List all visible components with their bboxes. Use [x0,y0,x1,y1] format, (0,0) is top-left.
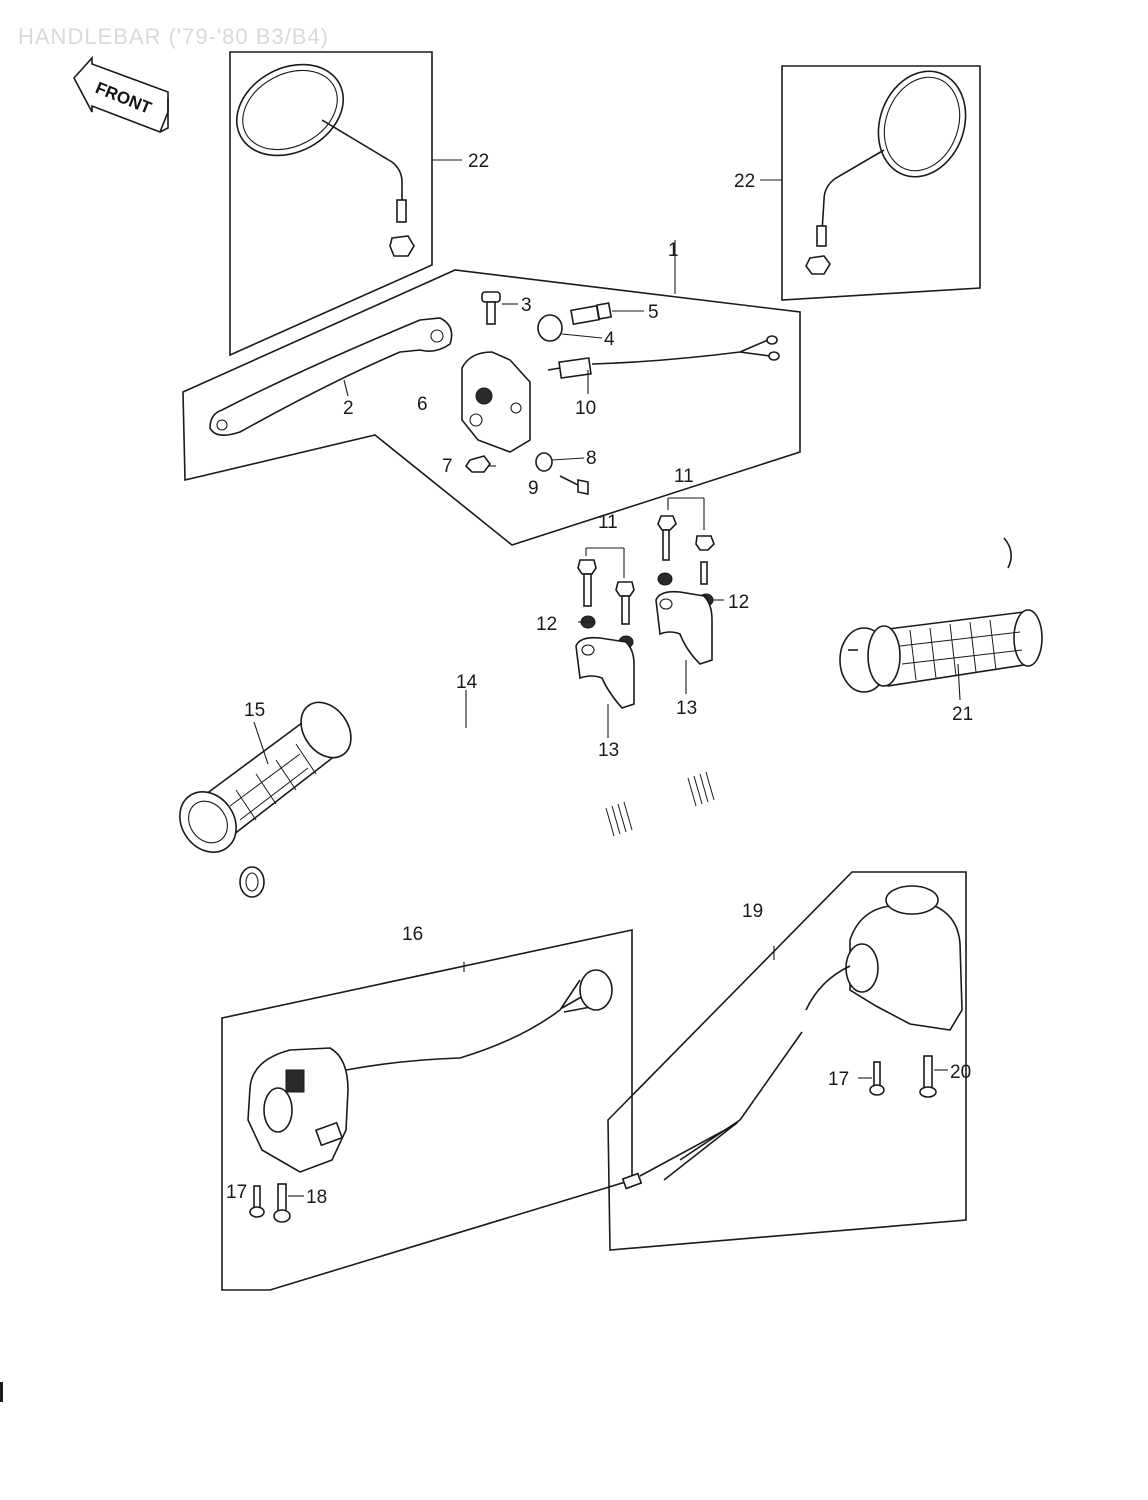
callout-6: 6 [417,394,428,415]
edge-mark [0,1382,3,1402]
callout-12: 12 [536,614,557,635]
mirror-right-icon [805,70,967,275]
callout-13: 13 [676,698,697,719]
callout-9: 9 [528,478,539,499]
callout-11: 11 [674,466,694,487]
callout-12: 12 [728,592,749,613]
mirror-right-group [760,65,981,301]
mirror-left-icon [235,63,415,257]
clutch-lever-assembly-group [182,240,801,546]
clutch-lever-icon [209,317,453,436]
bolt-11-icon [695,535,715,585]
mirror-left-panel [229,51,433,357]
washer-8-icon [535,452,553,472]
handlebar-14-icon [238,537,1012,899]
bolt-11-icon [577,559,597,607]
left-switch-group [221,929,633,1291]
callout-10: 10 [575,398,596,419]
right-switch-panel [607,871,967,1251]
mirror-right-panel [781,65,981,301]
callout-11: 11 [598,512,618,533]
handlebar-holder-13-icon [575,636,635,709]
callout-22: 22 [734,171,755,192]
throttle-grip-21-icon [839,609,1043,701]
left-grip-15-icon [179,701,352,853]
callout-15: 15 [244,700,265,721]
leader-lines [343,303,644,467]
callout-17: 17 [828,1069,849,1090]
callout-22: 22 [468,151,489,172]
screw-17-icon [869,1061,885,1096]
right-switch-group [607,871,967,1251]
callout-20: 20 [950,1062,971,1083]
lever-holder-6-icon [461,351,531,453]
callout-18: 18 [306,1187,327,1208]
left-switch-housing-16-icon [247,969,613,1173]
left-switch-panel [221,929,633,1291]
callout-3: 3 [521,295,532,316]
nut-7-icon [464,455,491,473]
clutch-switch-10-icon [547,335,780,379]
bolt-3-icon [481,291,501,325]
callout-5: 5 [648,302,659,323]
callout-21: 21 [952,704,973,725]
bolt-11-icon [657,515,677,561]
handlebar-holder-13-icon [655,590,713,665]
lock-washer-12-icon [657,572,673,586]
callout-2: 2 [343,398,354,419]
callout-14: 14 [456,672,478,693]
callout-labels: 1 2 3 4 5 6 7 8 9 10 11 11 12 12 13 13 1… [226,151,973,1208]
callout-17: 17 [226,1182,247,1203]
callout-1: 1 [668,240,679,261]
front-arrow-icon: FRONT [73,55,169,134]
right-switch-housing-19-icon [621,885,963,1190]
callout-4: 4 [604,329,615,350]
nut-4-icon [537,314,563,342]
callout-7: 7 [442,456,453,477]
callout-16: 16 [402,924,423,945]
callout-19: 19 [742,901,763,922]
screw-20-icon [919,1055,937,1098]
holder-bolts-group [577,497,724,649]
screw-17-icon [249,1185,265,1218]
page-title: HANDLEBAR ('79-'80 B3/B4) [18,24,329,49]
mirror-left-group [229,51,462,357]
callout-8: 8 [586,448,597,469]
bolt-11-icon [615,581,635,625]
callout-13: 13 [598,740,619,761]
clutch-assembly-panel [182,269,801,546]
adjuster-5-icon [570,302,613,326]
screw-18-icon [273,1183,291,1223]
bolt-9-icon [559,475,589,495]
